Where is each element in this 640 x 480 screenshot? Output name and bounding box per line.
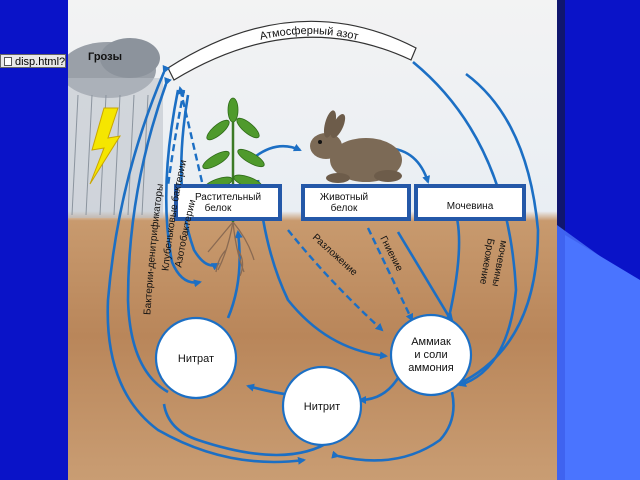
nitrite-node: Нитрит [281,365,363,447]
putrefaction-label: Гниение [377,234,405,273]
dashed-arrows [166,86,414,332]
right-decor-shape [557,225,640,480]
rabbit-illustration [310,110,402,183]
plant-protein-line1: Растительный [195,192,261,203]
browser-tab-label: disp.html? [15,56,66,68]
animal-protein-line1: Животный [320,192,368,203]
ammonia-line1: Аммиак [411,336,451,348]
animal-protein-line2: белок [331,202,358,214]
nitrogen-cycle-diagram: Грозы Атмосферный азот [68,0,557,480]
storm-label: Грозы [88,51,122,63]
ammonia-line3: аммония [408,362,454,374]
decomposition-label: Разложение [310,232,360,279]
plant-protein-line2: белок [205,202,232,214]
nitrate-label: Нитрат [178,353,214,365]
lightning-icon [89,107,122,185]
page-icon [4,57,12,66]
ammonia-node: Аммиак и соли аммония [389,313,473,397]
browser-tab[interactable]: disp.html? [0,54,66,68]
nitrite-label: Нитрит [304,401,340,413]
atmosphere-band [167,20,417,81]
atmosphere-label: Атмосферный азот [259,25,360,43]
plant-illustration [202,97,265,277]
urea-label: Мочевина [447,201,494,212]
urea-box: Мочевина [414,184,526,221]
plant-protein-box: Растительный белок [174,184,282,221]
storm-cloud [68,38,163,218]
animal-protein-box: Животный белок [301,184,411,221]
ammonia-line2: и соли [414,349,447,361]
nitrate-node: Нитрат [154,316,238,400]
left-slide-panel [0,0,68,480]
